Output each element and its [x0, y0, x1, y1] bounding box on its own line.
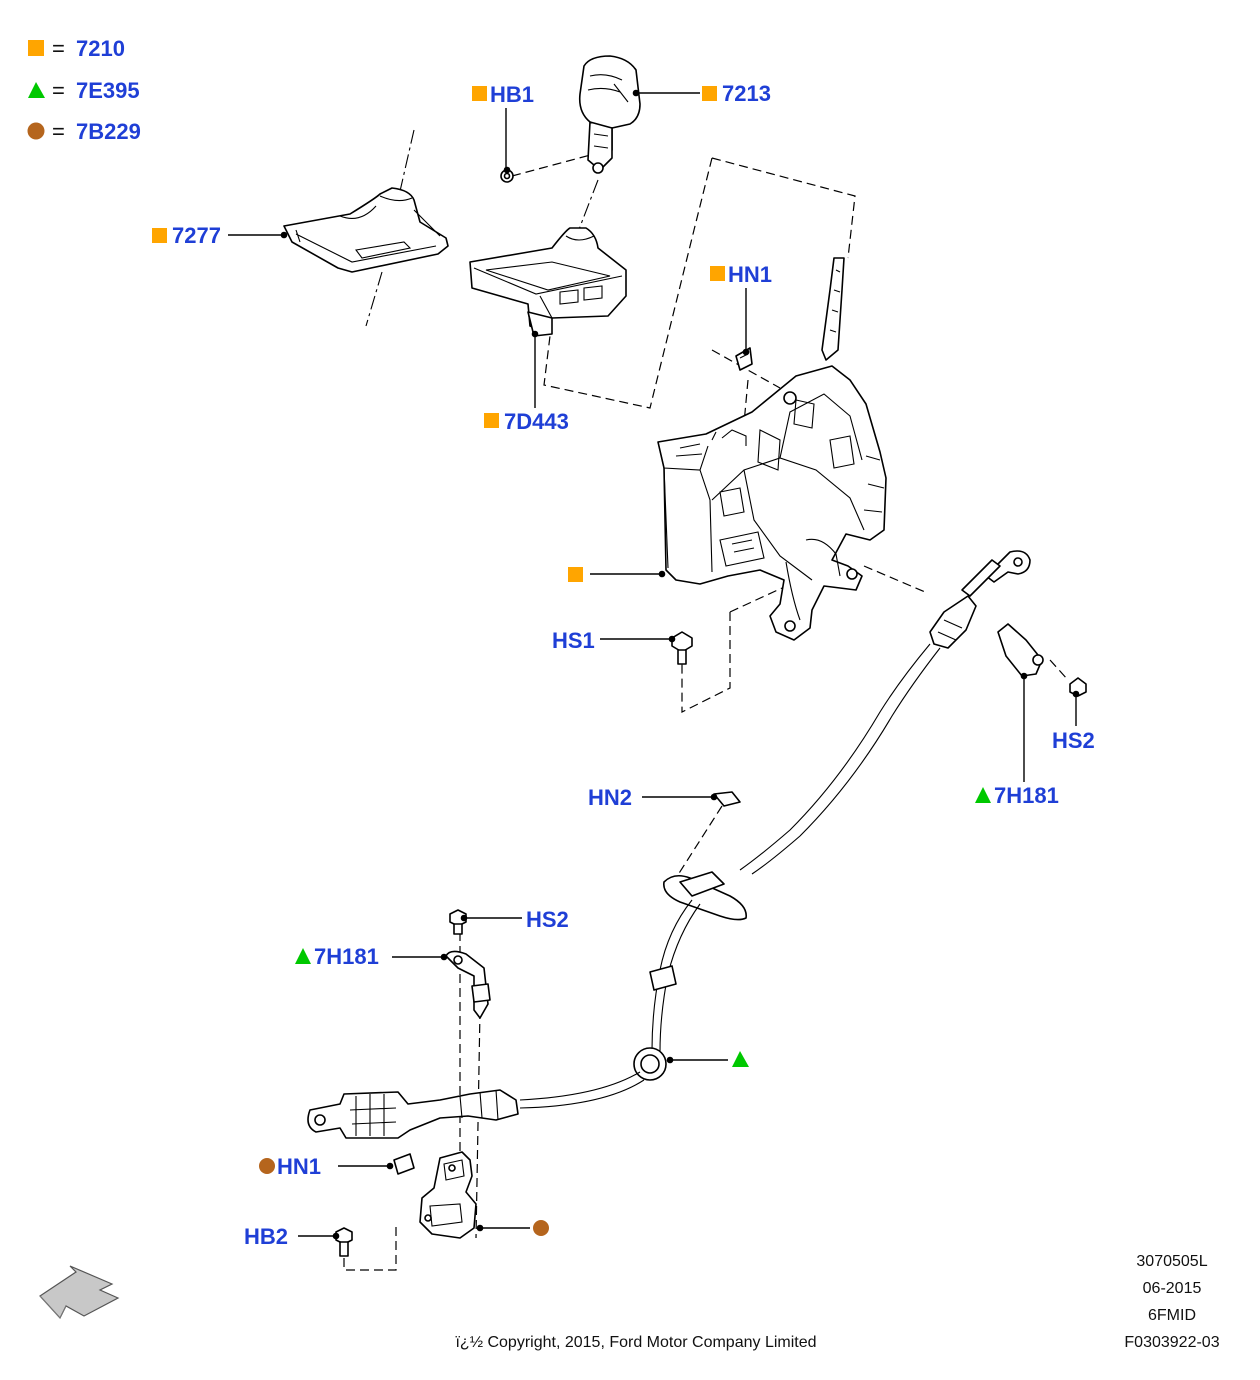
meta-ref: 3070505L: [1136, 1253, 1207, 1270]
circle-marker: [533, 1220, 549, 1236]
triangle-marker: [732, 1051, 749, 1067]
bolt-hs1: [671, 631, 693, 665]
shift-cable: [307, 643, 941, 1139]
console-bezel: [469, 227, 627, 337]
square-marker: [702, 86, 717, 101]
callout-hb1: HB1: [490, 82, 534, 107]
shifter-assembly: [657, 257, 887, 641]
legend-code-7210: 7210: [76, 36, 125, 61]
square-marker: [568, 567, 583, 582]
legend-circle-icon: [27, 122, 45, 140]
meta-model: 6FMID: [1148, 1307, 1196, 1324]
circle-marker: [259, 1158, 275, 1174]
callout-hn2: HN2: [588, 785, 632, 810]
shift-knob: [578, 55, 641, 174]
callout-hb2: HB2: [244, 1224, 288, 1249]
square-marker: [472, 86, 487, 101]
callout-hs2-left: HS2: [526, 907, 569, 932]
legend-triangle-icon: [28, 82, 45, 98]
cable-end-right: [929, 550, 1044, 677]
legend: = 7210 = 7E395 = 7B229: [27, 36, 141, 144]
bolt-hs2-left: [449, 909, 467, 935]
square-marker: [484, 413, 499, 428]
callout-hn1-bottom: HN1: [277, 1154, 321, 1179]
callout-7277: 7277: [172, 223, 221, 248]
direction-arrow-icon: [39, 1265, 120, 1320]
triangle-marker: [975, 787, 991, 803]
nut-hn1-bottom: [393, 1153, 415, 1175]
legend-square-icon: [28, 40, 44, 56]
callout-7d443: 7D443: [504, 409, 569, 434]
assembly-lines: [343, 129, 1069, 1271]
callout-hs2-right: HS2: [1052, 728, 1095, 753]
copyright: ï¿½ Copyright, 2015, Ford Motor Company …: [455, 1334, 816, 1351]
square-marker: [710, 266, 725, 281]
bracket-7b229: [419, 1151, 477, 1239]
meta-date: 06-2015: [1143, 1280, 1202, 1297]
legend-equals: =: [52, 36, 65, 61]
callout-hn1-top: HN1: [728, 262, 772, 287]
clip-hn2: [713, 791, 741, 807]
leader-lines: [228, 89, 1080, 1240]
square-marker: [152, 228, 167, 243]
callouts: HB1 7213 7277 HN1 7D443 HS1 HS2 7H181 HN…: [152, 81, 1095, 1249]
meta-figure: F0303922-03: [1124, 1334, 1219, 1351]
shift-boot-bezel: [283, 187, 449, 273]
legend-code-7e395: 7E395: [76, 78, 140, 103]
legend-code-7b229: 7B229: [76, 119, 141, 144]
bracket-7h181-left: [445, 950, 491, 1019]
figure-meta: 3070505L 06-2015 6FMID F0303922-03 ï¿½ C…: [455, 1253, 1219, 1351]
callout-7h181-left: 7H181: [314, 944, 379, 969]
bolt-hb2: [335, 1227, 353, 1257]
callout-7h181-right: 7H181: [994, 783, 1059, 808]
legend-equals: =: [52, 119, 65, 144]
triangle-marker: [295, 948, 311, 964]
legend-equals: =: [52, 78, 65, 103]
callout-7213: 7213: [722, 81, 771, 106]
callout-hs1: HS1: [552, 628, 595, 653]
